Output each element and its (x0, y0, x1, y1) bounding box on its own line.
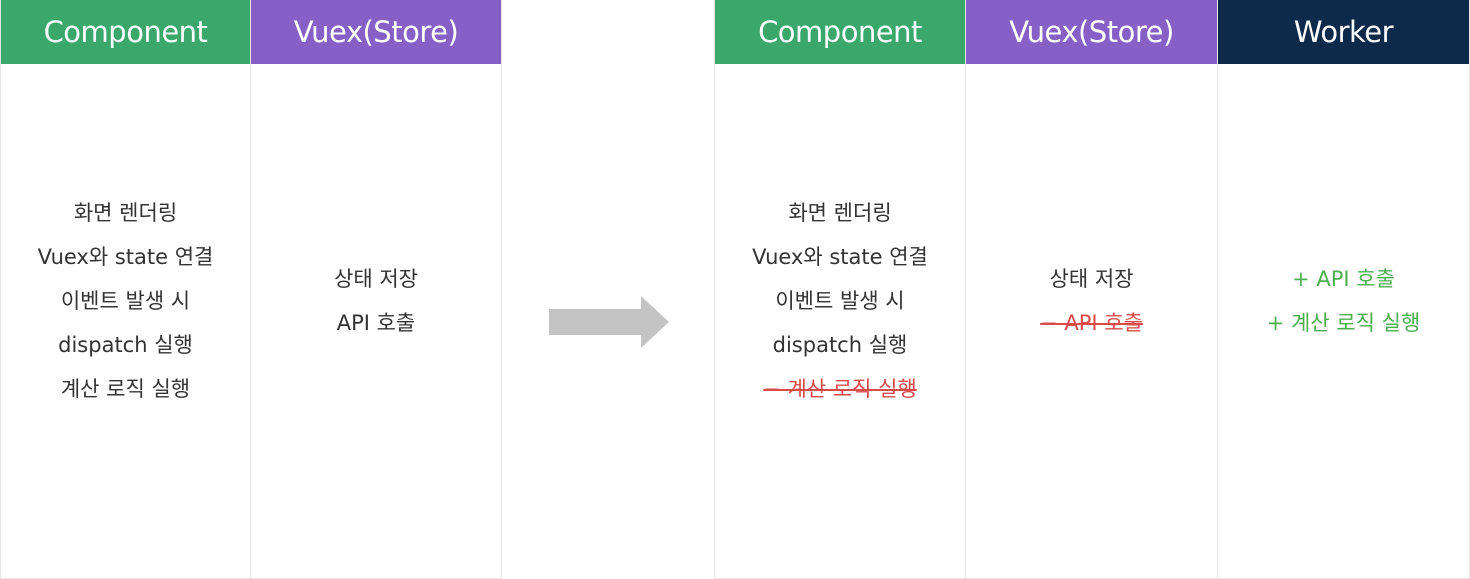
after-worker-column: Worker + API 호출 + 계산 로직 실행 (1218, 0, 1470, 579)
before-vuex-body: 상태 저장 API 호출 (251, 64, 501, 578)
after-vuex-column: Vuex(Store) 상태 저장 − API 호출 (966, 0, 1218, 579)
after-table: Component 화면 렌더링 Vuex와 state 연결 이벤트 발생 시… (714, 0, 1470, 579)
after-component-line: Vuex와 state 연결 (752, 245, 928, 269)
after-component-line: 화면 렌더링 (788, 201, 892, 225)
after-worker-header: Worker (1218, 0, 1469, 64)
before-component-body: 화면 렌더링 Vuex와 state 연결 이벤트 발생 시 dispatch … (1, 64, 250, 578)
after-vuex-header: Vuex(Store) (966, 0, 1217, 64)
after-vuex-body: 상태 저장 − API 호출 (966, 64, 1217, 578)
before-vuex-header: Vuex(Store) (251, 0, 501, 64)
after-component-body: 화면 렌더링 Vuex와 state 연결 이벤트 발생 시 dispatch … (715, 64, 965, 578)
before-vuex-line: API 호출 (336, 311, 416, 335)
after-vuex-line: 상태 저장 (1049, 267, 1134, 291)
before-vuex-column: Vuex(Store) 상태 저장 API 호출 (251, 0, 502, 579)
after-component-removed-line: − 계산 로직 실행 (763, 377, 917, 401)
after-vuex-removed-line: − API 호출 (1040, 311, 1143, 335)
after-worker-body: + API 호출 + 계산 로직 실행 (1218, 64, 1469, 578)
after-component-line: dispatch 실행 (772, 333, 908, 357)
before-component-column: Component 화면 렌더링 Vuex와 state 연결 이벤트 발생 시… (0, 0, 251, 579)
after-worker-added-line: + API 호출 (1292, 267, 1395, 291)
before-component-line: 이벤트 발생 시 (60, 289, 191, 313)
after-component-header: Component (715, 0, 965, 64)
before-component-line: 화면 렌더링 (73, 201, 178, 225)
before-vuex-line: 상태 저장 (334, 267, 418, 291)
before-component-line: Vuex와 state 연결 (37, 245, 214, 269)
after-worker-added-line: + 계산 로직 실행 (1266, 311, 1421, 335)
right-arrow-icon (549, 296, 669, 348)
before-component-header: Component (1, 0, 250, 64)
before-component-line: 계산 로직 실행 (60, 377, 191, 401)
before-component-line: dispatch 실행 (58, 333, 193, 357)
after-component-line: 이벤트 발생 시 (775, 289, 905, 313)
after-component-column: Component 화면 렌더링 Vuex와 state 연결 이벤트 발생 시… (714, 0, 966, 579)
before-table: Component 화면 렌더링 Vuex와 state 연결 이벤트 발생 시… (0, 0, 502, 579)
